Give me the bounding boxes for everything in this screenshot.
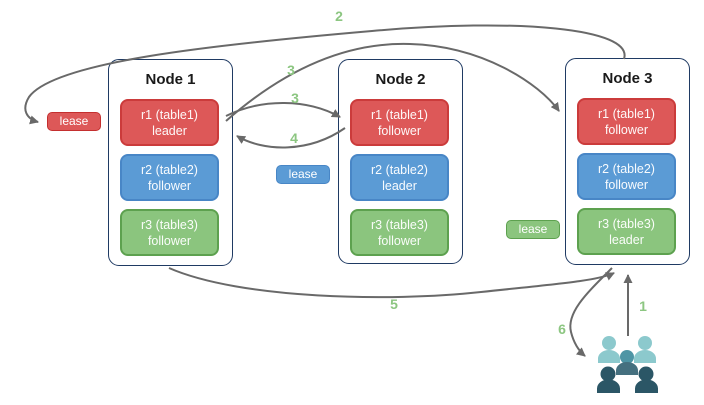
replica-node2-r1: r1 (table1) follower <box>350 99 449 146</box>
step-label-4: 4 <box>290 130 298 146</box>
node-2-title: Node 2 <box>375 71 426 88</box>
node-1-title: Node 1 <box>145 71 196 88</box>
step-label-6: 6 <box>558 321 566 337</box>
replica-node2-r3: r3 (table3) follower <box>350 209 449 256</box>
step-label-2: 2 <box>335 8 343 24</box>
users-back-row <box>598 336 656 363</box>
replica-node3-r3: r3 (table3) leader <box>577 208 676 255</box>
replica-node1-r2: r2 (table2) follower <box>120 154 219 201</box>
replica-node1-r1: r1 (table1) leader <box>120 99 219 146</box>
replica-role: leader <box>382 178 417 193</box>
replica-role: follower <box>377 123 422 138</box>
node-3: Node 3 r1 (table1) follower r2 (table2) … <box>565 58 690 265</box>
replica-role: follower <box>604 122 649 137</box>
replica-name: r2 (table2) <box>371 162 428 177</box>
replica-role: follower <box>147 233 192 248</box>
replica-name: r3 (table3) <box>371 217 428 232</box>
replica-node3-r2: r2 (table2) follower <box>577 153 676 200</box>
step-label-3a: 3 <box>287 62 295 78</box>
replica-name: r1 (table1) <box>598 106 655 121</box>
replica-name: r1 (table1) <box>141 107 198 122</box>
node-1: Node 1 r1 (table1) leader r2 (table2) fo… <box>108 59 233 266</box>
users-middle-person <box>616 350 638 375</box>
node-3-title: Node 3 <box>602 70 653 87</box>
users-icon <box>597 336 658 393</box>
arrow-step-6-node3-to-users <box>569 267 613 357</box>
replica-role: leader <box>609 232 644 247</box>
lease-badge-table3: lease <box>506 220 560 239</box>
step-label-1: 1 <box>639 298 647 314</box>
replica-role: leader <box>152 123 187 138</box>
replica-node3-r1: r1 (table1) follower <box>577 98 676 145</box>
step-label-3b: 3 <box>291 90 299 106</box>
arrow-step-5-node1-to-node3 <box>168 267 615 299</box>
replica-name: r1 (table1) <box>371 107 428 122</box>
lease-badge-table2: lease <box>276 165 330 184</box>
lease-badge-table1: lease <box>47 112 101 131</box>
replica-name: r3 (table3) <box>141 217 198 232</box>
replica-name: r3 (table3) <box>598 216 655 231</box>
users-front-row <box>597 366 658 393</box>
replica-name: r2 (table2) <box>598 161 655 176</box>
replica-name: r2 (table2) <box>141 162 198 177</box>
replica-role: follower <box>377 233 422 248</box>
replica-role: follower <box>147 178 192 193</box>
replica-node2-r2: r2 (table2) leader <box>350 154 449 201</box>
arrow-step-3-leader-to-node2 <box>225 102 341 118</box>
replica-role: follower <box>604 177 649 192</box>
step-label-5: 5 <box>390 296 398 312</box>
node-2: Node 2 r1 (table1) follower r2 (table2) … <box>338 59 463 264</box>
replica-node1-r3: r3 (table3) follower <box>120 209 219 256</box>
